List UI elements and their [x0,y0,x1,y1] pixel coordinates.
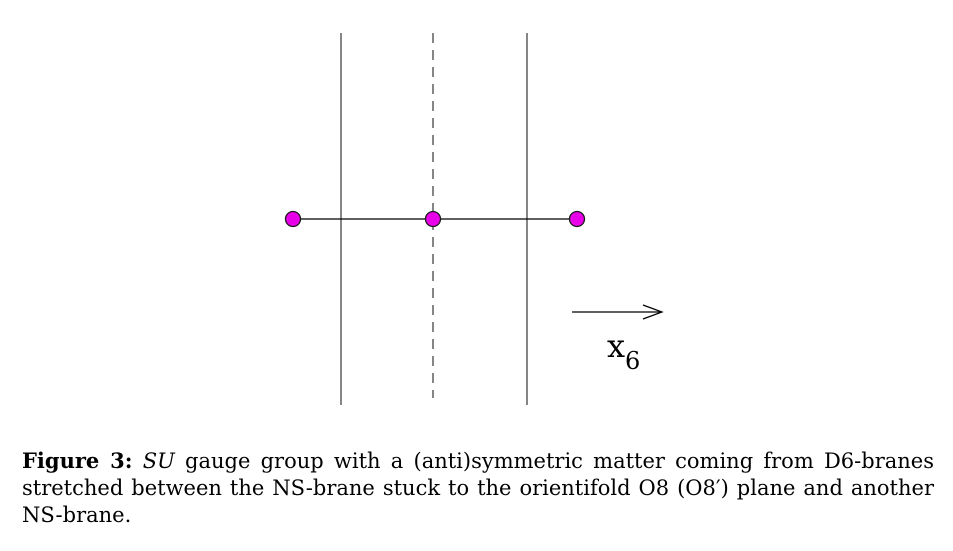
right-dot [568,210,586,228]
figure-caption: Figure 3: SU gauge group with a (anti)sy… [22,447,934,529]
caption-prime: ′ [715,476,721,500]
caption-math-su: SU [142,449,175,473]
brane-diagram: x6 [284,33,664,405]
axis-label-main: x [607,327,625,365]
caption-text-after-prime: ) plane and another NS-brane. [22,476,934,527]
left-dot [284,210,302,228]
x6-axis-label: x6 [607,327,640,375]
caption-label: Figure 3: [22,448,133,473]
caption-text-before-prime: gauge group with a (anti)symmetric matte… [22,449,934,500]
center-dot [424,210,442,228]
axis-label-subscript: 6 [625,347,640,375]
x6-arrow [572,304,664,320]
